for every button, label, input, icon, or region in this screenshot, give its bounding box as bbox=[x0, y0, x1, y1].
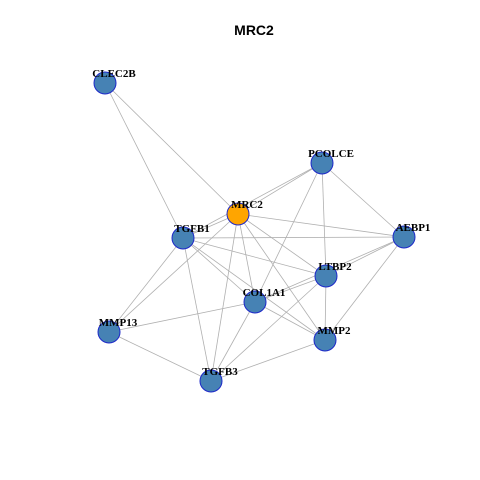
node-circle[interactable] bbox=[97, 320, 121, 344]
edge-layer bbox=[104, 82, 405, 382]
node-label: CLEC2B bbox=[92, 68, 136, 80]
edge-col1a1-tgfb3 bbox=[210, 301, 256, 382]
node-label: MMP13 bbox=[99, 317, 138, 329]
edge-pcolce-ltbp2 bbox=[321, 162, 327, 277]
node-label: TGFB3 bbox=[202, 366, 238, 378]
node-mmp13[interactable]: MMP13 bbox=[97, 317, 138, 344]
node-pcolce[interactable]: PCOLCE bbox=[308, 148, 354, 175]
edge-ltbp2-tgfb3 bbox=[210, 275, 327, 382]
node-label: COL1A1 bbox=[243, 287, 286, 299]
edge-tgfb1-col1a1 bbox=[182, 237, 256, 303]
edge-tgfb1-mmp2 bbox=[182, 237, 326, 341]
edge-clec2b-tgfb1 bbox=[104, 82, 184, 239]
edge-mrc2-mmp13 bbox=[108, 213, 239, 333]
edge-col1a1-mmp2 bbox=[254, 301, 326, 341]
node-label: AEBP1 bbox=[396, 222, 431, 234]
node-mrc2[interactable]: MRC2 bbox=[226, 199, 263, 226]
edge-ltbp2-col1a1 bbox=[254, 275, 327, 303]
edge-aebp1-tgfb1 bbox=[182, 236, 405, 239]
node-circle[interactable] bbox=[314, 264, 338, 288]
node-col1a1[interactable]: COL1A1 bbox=[243, 287, 286, 314]
edge-col1a1-mmp13 bbox=[108, 301, 256, 333]
node-clec2b[interactable]: CLEC2B bbox=[92, 68, 136, 95]
edge-mmp2-tgfb3 bbox=[210, 339, 326, 382]
edge-pcolce-col1a1 bbox=[254, 162, 323, 303]
edge-tgfb1-ltbp2 bbox=[182, 237, 327, 277]
edge-mrc2-mmp2 bbox=[237, 213, 326, 341]
edge-pcolce-tgfb1 bbox=[182, 162, 323, 239]
edge-aebp1-mmp2 bbox=[324, 236, 405, 341]
node-ltbp2[interactable]: LTBP2 bbox=[314, 261, 352, 288]
node-aebp1[interactable]: AEBP1 bbox=[392, 222, 431, 249]
node-label: LTBP2 bbox=[318, 261, 352, 273]
node-mmp2[interactable]: MMP2 bbox=[313, 325, 351, 352]
edge-mmp13-tgfb3 bbox=[108, 331, 212, 382]
node-circle[interactable] bbox=[171, 226, 195, 250]
node-label: MMP2 bbox=[318, 325, 351, 337]
edge-mrc2-aebp1 bbox=[237, 213, 405, 238]
node-circle[interactable] bbox=[226, 202, 250, 226]
node-circle[interactable] bbox=[313, 328, 337, 352]
edge-mrc2-ltbp2 bbox=[237, 213, 327, 277]
node-circle[interactable] bbox=[310, 151, 334, 175]
node-label: MRC2 bbox=[231, 199, 263, 211]
edge-aebp1-ltbp2 bbox=[325, 236, 405, 277]
node-label: PCOLCE bbox=[308, 148, 354, 160]
edge-mrc2-pcolce bbox=[237, 162, 323, 215]
node-tgfb3[interactable]: TGFB3 bbox=[199, 366, 238, 393]
node-circle[interactable] bbox=[243, 290, 267, 314]
node-label: TGFB1 bbox=[174, 223, 209, 235]
node-tgfb1[interactable]: TGFB1 bbox=[171, 223, 210, 250]
diagram-title: MRC2 bbox=[234, 22, 274, 38]
edge-mrc2-tgfb3 bbox=[210, 213, 239, 382]
node-circle[interactable] bbox=[392, 225, 416, 249]
node-circle[interactable] bbox=[93, 71, 117, 95]
node-layer: MRC2 CLEC2B PCOLCE AEBP1 TGFB1LTBP2COL1A1MMP… bbox=[92, 68, 431, 393]
node-circle[interactable] bbox=[199, 369, 223, 393]
edge-tgfb1-tgfb3 bbox=[182, 237, 212, 382]
edge-tgfb1-mmp13 bbox=[108, 237, 184, 333]
edge-pcolce-aebp1 bbox=[321, 162, 405, 238]
edge-clec2b-mrc2 bbox=[104, 82, 239, 215]
